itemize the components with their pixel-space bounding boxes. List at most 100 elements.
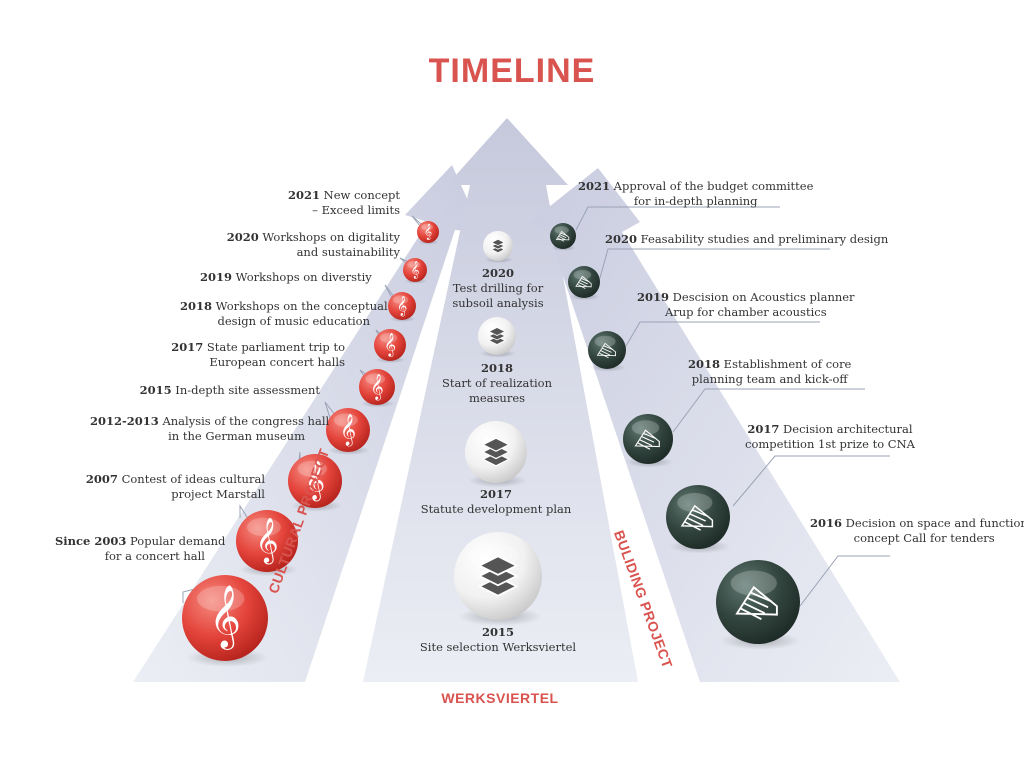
event-year: 2017 [747, 422, 780, 436]
event-year: 2015 [139, 383, 172, 397]
building-icon [634, 429, 660, 450]
event-text-line: for in-depth planning [633, 194, 758, 208]
event-text-line: competition 1st prize to CNA [745, 437, 915, 451]
cultural-milestone-ball: 𝄞 [374, 329, 406, 361]
event-text-line: – Exceed limits [312, 203, 400, 217]
layers-icon [481, 437, 511, 467]
building-milestone-ball [623, 414, 673, 464]
event-text-line: in the German museum [168, 429, 305, 443]
event-text-line: 2018 Establishment of core [688, 357, 852, 371]
cultural-milestone-ball: 𝄞 [388, 292, 416, 320]
building-icon [555, 230, 570, 242]
event-text-line: Test drilling for [452, 281, 544, 295]
event-year: 2019 [637, 290, 670, 304]
treble-clef-icon: 𝄞 [305, 461, 325, 501]
event-text-line: 2021 New concept [287, 188, 400, 202]
leader-line [799, 555, 890, 607]
building-icon [575, 275, 592, 289]
event-year: 2018 [688, 357, 721, 371]
leader-line [625, 321, 820, 347]
cultural-milestone-label: 2019 Workshops on diverstiy [200, 270, 372, 285]
event-text-line: 2020 Feasability studies and preliminary… [605, 232, 889, 246]
event-text-line: 2021 Approval of the budget committee [578, 179, 814, 193]
event-year: 2020 [605, 232, 638, 246]
layers-icon [477, 555, 519, 597]
cultural-milestone-ball: 𝄞 [417, 221, 439, 243]
cultural-milestone-ball: 𝄞 [403, 258, 427, 282]
treble-clef-icon: 𝄞 [424, 224, 432, 240]
cultural-milestone-ball: 𝄞 [236, 510, 298, 572]
building-icon [735, 585, 778, 620]
event-text-line: subsoil analysis [452, 296, 544, 310]
event-text-line: 2017 State parliament trip to [171, 340, 345, 354]
treble-clef-icon: 𝄞 [411, 262, 420, 279]
leader-line [672, 388, 865, 433]
building-milestone-ball [568, 266, 600, 298]
werksviertel-milestone-ball [454, 532, 542, 620]
building-milestone-ball [716, 560, 800, 644]
event-year: 2007 [85, 472, 118, 486]
cultural-milestone-label: 2015 In-depth site assessment [135, 383, 320, 398]
event-text-line: Arup for chamber acoustics [664, 305, 827, 319]
treble-clef-icon: 𝄞 [256, 518, 279, 564]
event-year: 2020 [226, 230, 259, 244]
event-text-line: concept Call for tenders [853, 531, 995, 545]
werksviertel-arrow [363, 118, 638, 682]
treble-clef-icon: 𝄞 [384, 334, 396, 357]
treble-clef-icon: 𝄞 [397, 295, 407, 316]
event-text-line: Site selection Werksviertel [419, 640, 577, 654]
leader-line [575, 206, 780, 231]
event-year: 2021 [287, 188, 320, 202]
leader-line [732, 455, 890, 507]
event-text-line: 2020 Workshops on digitality [226, 230, 400, 244]
leader-line [399, 257, 409, 264]
leader-line [359, 369, 367, 377]
event-year: 2021 [578, 179, 611, 193]
layers-icon [490, 238, 506, 254]
werksviertel-milestone-ball [483, 231, 513, 261]
event-text-line: 2018 Workshops on the conceptual [180, 299, 388, 313]
layers-icon [488, 327, 506, 345]
building-milestone-ball [666, 485, 730, 549]
building-arrow [530, 168, 900, 682]
leader-line [239, 504, 249, 520]
event-text-line: 2007 Contest of ideas cultural [85, 472, 265, 486]
event-text-line: 2015 In-depth site assessment [139, 383, 320, 397]
cultural-milestone-ball: 𝄞 [288, 454, 342, 508]
leader-line [298, 451, 301, 463]
werksviertel-milestone-ball [465, 421, 527, 483]
event-text-line: design of music education [217, 314, 371, 328]
event-text-line: Start of realization [441, 376, 553, 390]
cultural-milestone-ball: 𝄞 [359, 369, 395, 405]
event-text-line: Since 2003 Popular demand [55, 534, 226, 548]
werksviertel-milestone-ball [478, 317, 516, 355]
event-text-line: 2017 Decision architectural [747, 422, 913, 436]
event-year: 2018 [180, 299, 213, 313]
event-year: 2012-2013 [90, 414, 159, 428]
leader-line [324, 401, 336, 419]
event-text-line: Statute development plan [420, 502, 572, 516]
werksviertel-label: WERKSVIERTEL [441, 690, 559, 706]
event-text-line: planning team and kick-off [691, 372, 848, 386]
event-text-line: for a concert hall [104, 549, 205, 563]
event-year: 2020 [481, 266, 514, 280]
treble-clef-icon: 𝄞 [209, 586, 241, 650]
building-milestone-label: 2020 Feasability studies and preliminary… [605, 232, 888, 247]
leader-line [411, 215, 422, 227]
